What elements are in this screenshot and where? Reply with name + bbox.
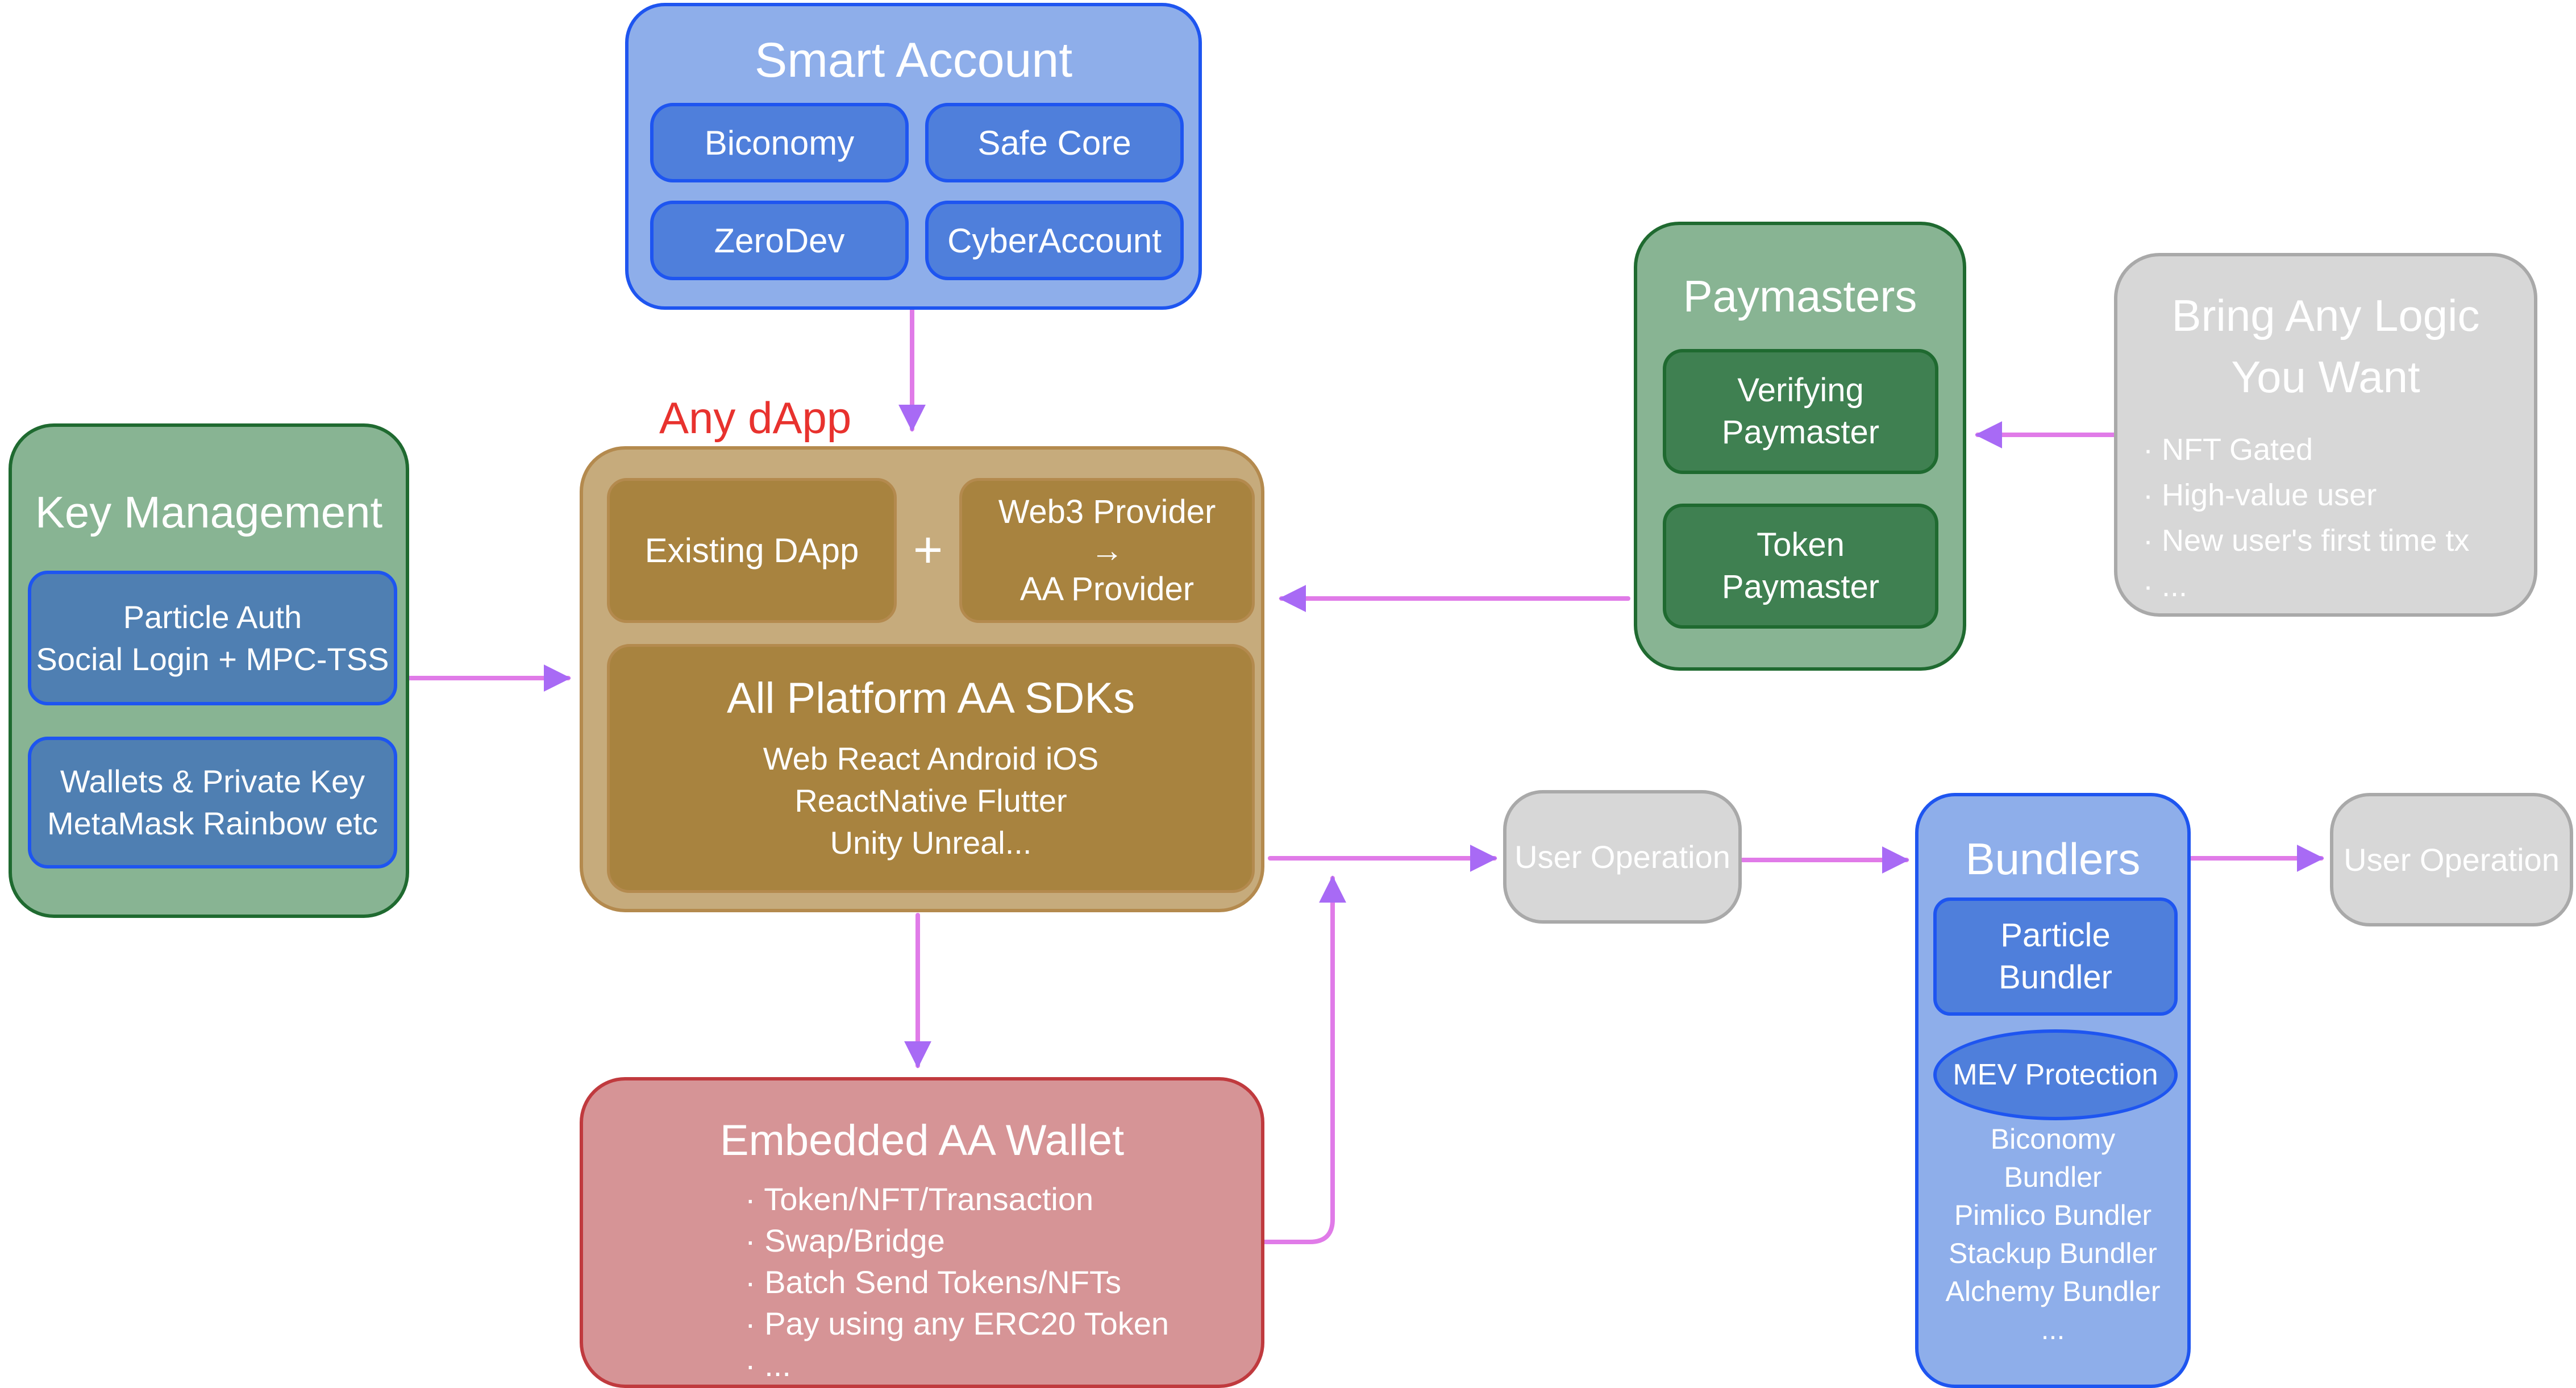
token-line-1: Token	[1757, 526, 1845, 563]
other-bundler-item: Pimlico Bundler	[1954, 1199, 2152, 1231]
custom-logic-group: Bring Any Logic You Want · NFT Gated · H…	[2114, 253, 2537, 617]
verifying-paymaster-box[interactable]: Verifying Paymaster	[1663, 349, 1938, 474]
sdk-platforms: Web React Android iOS ReactNative Flutte…	[763, 738, 1098, 864]
particle-bundler-box[interactable]: Particle Bundler	[1933, 897, 2178, 1016]
particle-auth-line-1: Particle Auth	[123, 599, 302, 635]
bundlers-group: Bundlers Particle Bundler MEV Protection…	[1915, 793, 2191, 1388]
provider-arrow: →	[1091, 531, 1123, 569]
token-line-2: Paymaster	[1721, 568, 1880, 605]
smart-account-item-zerodev[interactable]: ZeroDev	[650, 201, 909, 280]
other-bundler-item: Biconomy	[1990, 1123, 2116, 1155]
other-bundlers-list: Biconomy Bundler Pimlico Bundler Stackup…	[1919, 1120, 2187, 1349]
provider-box[interactable]: Web3 Provider → AA Provider	[959, 478, 1255, 623]
custom-logic-bullet: · ...	[2143, 569, 2187, 603]
embedded-wallet-feature: · Batch Send Tokens/NFTs	[745, 1264, 1121, 1300]
key-management-group: Key Management Particle Auth Social Logi…	[9, 423, 409, 918]
custom-logic-title-line-2: You Want	[2231, 352, 2420, 402]
wallets-line-2: MetaMask Rainbow etc	[47, 805, 378, 841]
other-bundler-item: Bundler	[2004, 1161, 2102, 1193]
sdk-title: All Platform AA SDKs	[726, 674, 1135, 722]
any-dapp-label: Any dApp	[659, 393, 852, 443]
embedded-wallet-features: · Token/NFT/Transaction · Swap/Bridge · …	[745, 1178, 1245, 1386]
verifying-line-1: Verifying	[1737, 372, 1864, 409]
smart-account-group: Smart Account Biconomy Safe Core ZeroDev…	[625, 3, 1202, 310]
custom-logic-bullet: · NFT Gated	[2143, 433, 2313, 467]
provider-line-1: Web3 Provider	[998, 493, 1216, 530]
embedded-wallet-feature: · ...	[745, 1347, 791, 1383]
user-operation-node[interactable]: User Operation	[1503, 790, 1742, 924]
token-paymaster-box[interactable]: Token Paymaster	[1663, 504, 1938, 629]
existing-dapp-box[interactable]: Existing DApp	[607, 478, 897, 623]
particle-auth-box[interactable]: Particle Auth Social Login + MPC-TSS	[28, 571, 397, 705]
custom-logic-bullet: · High-value user	[2143, 478, 2377, 512]
sdk-line-1: Web React Android iOS	[763, 740, 1099, 776]
custom-logic-bullet: · New user's first time tx	[2143, 523, 2470, 558]
any-dapp-group: Existing DApp + Web3 Provider → AA Provi…	[580, 446, 1264, 912]
smart-account-title: Smart Account	[754, 32, 1073, 88]
other-bundler-item: ...	[2041, 1314, 2065, 1345]
wallets-box[interactable]: Wallets & Private Key MetaMask Rainbow e…	[28, 737, 397, 868]
other-bundler-item: Stackup Bundler	[1949, 1237, 2157, 1269]
custom-logic-bullets: · NFT Gated · High-value user · New user…	[2143, 427, 2529, 609]
provider-line-3: AA Provider	[1019, 570, 1195, 608]
arrow-embedded-wallet-to-user-operation	[1262, 875, 1346, 1244]
embedded-wallet-feature: · Token/NFT/Transaction	[745, 1181, 1094, 1217]
sdk-line-3: Unity Unreal...	[830, 824, 1032, 861]
custom-logic-title-line-1: Bring Any Logic	[2171, 290, 2480, 340]
embedded-aa-wallet-group: Embedded AA Wallet · Token/NFT/Transacti…	[580, 1077, 1264, 1388]
embedded-wallet-title: Embedded AA Wallet	[719, 1116, 1125, 1165]
key-management-title: Key Management	[35, 487, 383, 537]
particle-bundler-line-1: Particle	[2000, 917, 2111, 954]
bundlers-title: Bundlers	[1965, 833, 2141, 884]
embedded-wallet-feature: · Pay using any ERC20 Token	[745, 1306, 1170, 1341]
smart-account-item-safe-core[interactable]: Safe Core	[925, 103, 1184, 182]
smart-account-item-biconomy[interactable]: Biconomy	[650, 103, 909, 182]
particle-auth-line-2: Social Login + MPC-TSS	[36, 641, 389, 677]
particle-bundler-line-2: Bundler	[1999, 959, 2112, 996]
custom-logic-title: Bring Any Logic You Want	[2117, 285, 2534, 408]
embedded-wallet-feature: · Swap/Bridge	[745, 1223, 945, 1258]
sdk-line-2: ReactNative Flutter	[794, 782, 1067, 818]
smart-account-item-cyberaccount[interactable]: CyberAccount	[925, 201, 1184, 280]
user-operation-output-node[interactable]: User Operation	[2330, 793, 2573, 926]
verifying-line-2: Paymaster	[1721, 414, 1880, 451]
mev-protection-badge[interactable]: MEV Protection	[1933, 1029, 2178, 1120]
sdk-box[interactable]: All Platform AA SDKs Web React Android i…	[607, 644, 1255, 893]
plus-sign: +	[913, 522, 943, 579]
other-bundler-item: Alchemy Bundler	[1945, 1275, 2161, 1307]
paymasters-group: Paymasters Verifying Paymaster Token Pay…	[1634, 222, 1966, 671]
paymasters-title: Paymasters	[1683, 271, 1917, 321]
wallets-line-1: Wallets & Private Key	[60, 763, 365, 799]
